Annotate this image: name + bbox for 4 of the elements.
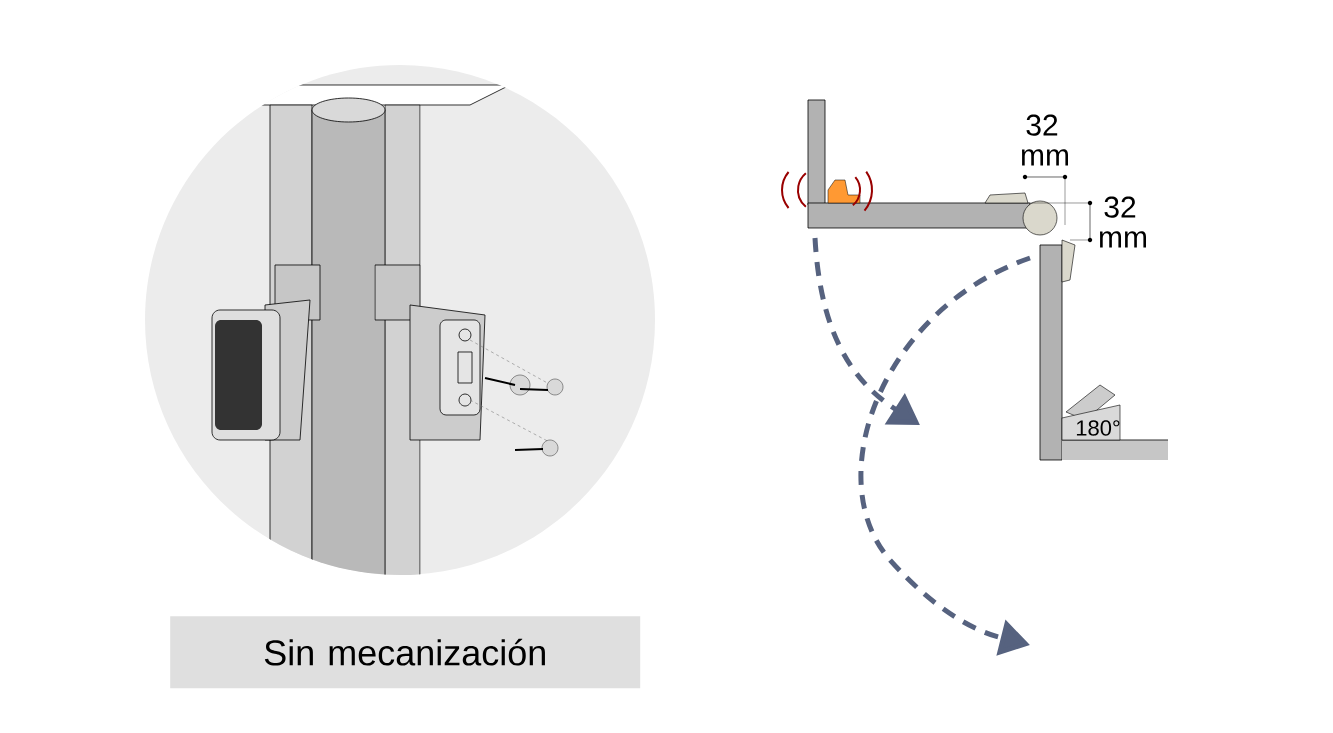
dimension-label: 32 mm [1022,114,1068,166]
caption-box: Sin mecanización [170,616,641,689]
dimension-label: 32 mm [1100,196,1146,248]
angle-label: 180° [1076,420,1120,436]
